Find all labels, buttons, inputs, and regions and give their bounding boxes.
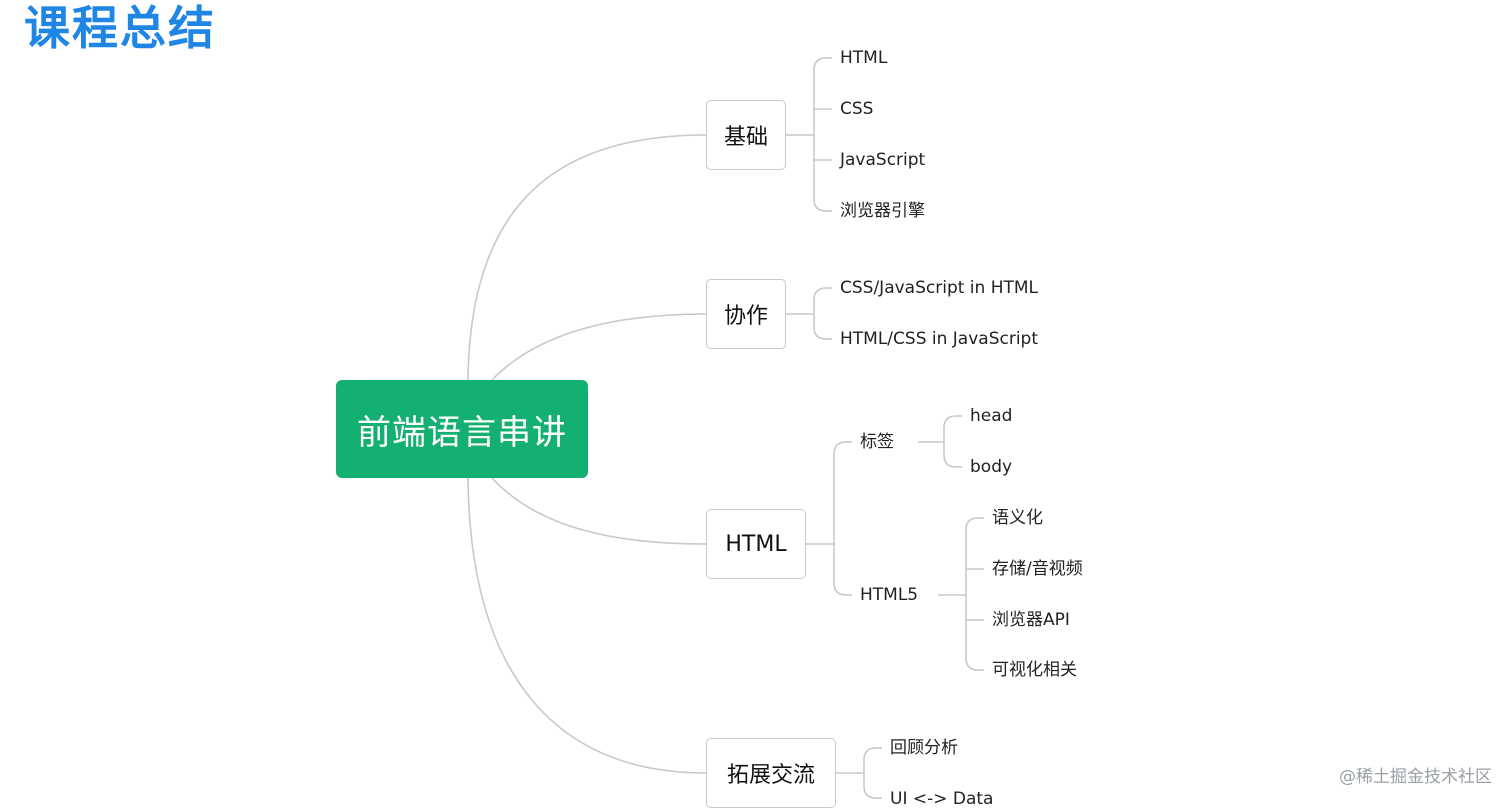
- leaf-visualization: 可视化相关: [992, 660, 1077, 680]
- link-extend-bracket: [863, 747, 877, 799]
- leaf-html: HTML: [840, 48, 888, 68]
- root-node: 前端语言串讲: [336, 380, 588, 478]
- link-basics-bracket: [813, 57, 827, 212]
- branch-extend: 拓展交流: [706, 738, 836, 808]
- link-collab-bracket: [813, 287, 827, 340]
- link-root-basics: [467, 134, 707, 381]
- link-root-collab: [491, 313, 707, 381]
- link-html-bracket: [833, 441, 847, 596]
- watermark: @稀土掘金技术社区: [1339, 767, 1492, 787]
- leaf-javascript: JavaScript: [840, 150, 926, 170]
- branch-html: HTML: [706, 509, 806, 579]
- link-html5-bracket: [965, 517, 979, 671]
- leaf-body: body: [970, 457, 1013, 477]
- leaf-storage-media: 存储/音视频: [992, 559, 1083, 579]
- branch-basics: 基础: [706, 100, 786, 170]
- branch-collab: 协作: [706, 279, 786, 349]
- leaf-semantics: 语义化: [992, 508, 1043, 528]
- link-root-html: [491, 477, 707, 545]
- sub-tags: 标签: [860, 432, 894, 452]
- leaf-head: head: [970, 406, 1013, 426]
- leaf-html-css-in-js: HTML/CSS in JavaScript: [840, 329, 1039, 349]
- leaf-ui-data: UI <-> Data: [890, 789, 994, 809]
- link-root-extend: [467, 477, 707, 774]
- leaf-css-js-in-html: CSS/JavaScript in HTML: [840, 278, 1039, 298]
- sub-html5: HTML5: [860, 585, 919, 605]
- link-tags-bracket: [943, 415, 957, 468]
- leaf-browser-api: 浏览器API: [992, 610, 1070, 630]
- leaf-css: CSS: [840, 99, 874, 119]
- leaf-browser-engine: 浏览器引擎: [840, 201, 925, 221]
- page-title: 课程总结: [24, 1, 216, 55]
- leaf-review: 回顾分析: [890, 738, 958, 758]
